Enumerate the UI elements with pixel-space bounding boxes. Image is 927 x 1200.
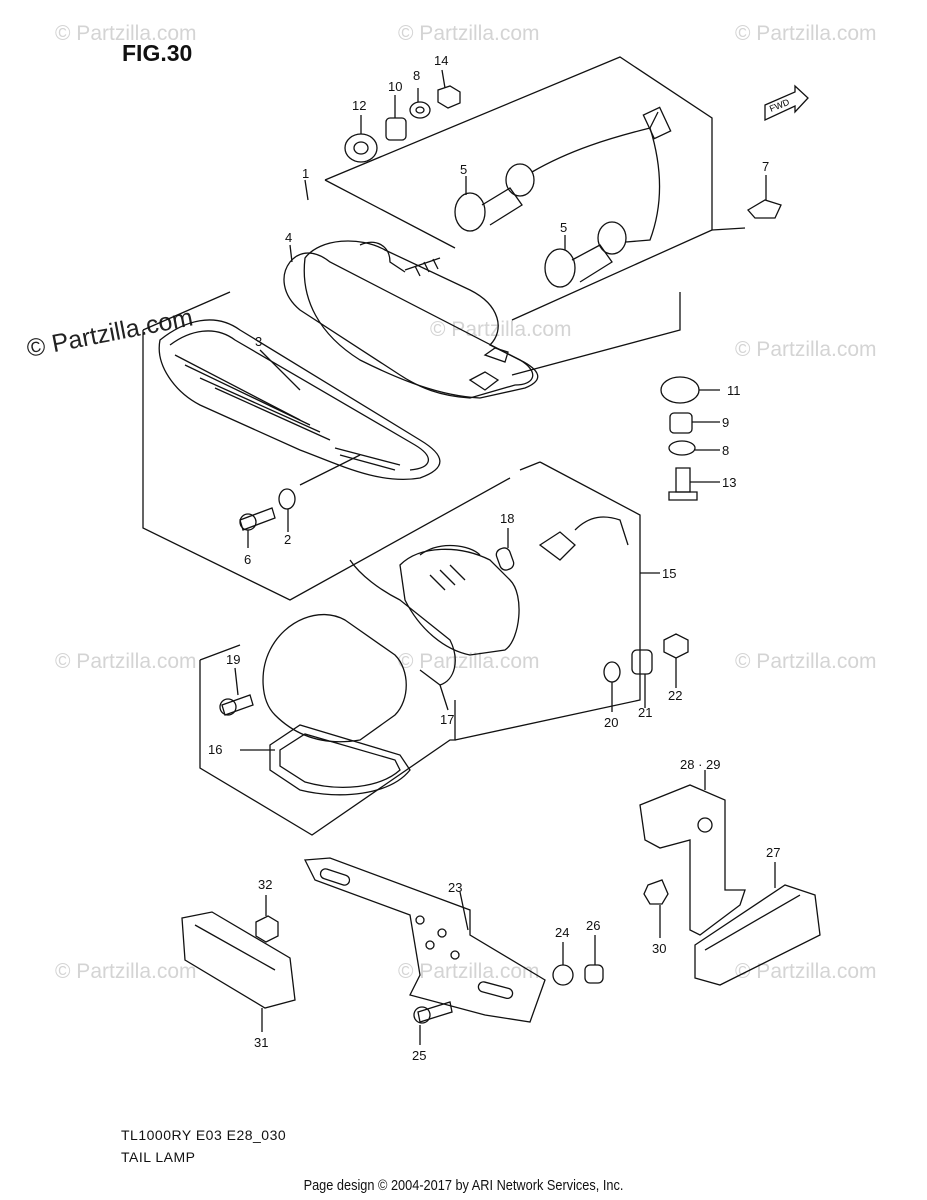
washer-20 bbox=[603, 661, 621, 683]
reflector-27 bbox=[694, 884, 821, 986]
callout-30: 30 bbox=[652, 941, 667, 956]
gasket-outline bbox=[283, 252, 534, 399]
collar-26 bbox=[584, 964, 604, 984]
nut-32 bbox=[255, 915, 279, 943]
callout-24: 24 bbox=[555, 925, 570, 940]
callout-26: 26 bbox=[586, 918, 601, 933]
watermark: © Partzilla.com bbox=[55, 650, 197, 673]
callout-11: 11 bbox=[727, 383, 741, 398]
callout-27: 27 bbox=[766, 845, 781, 860]
watermark: © Partzilla.com bbox=[735, 960, 877, 983]
copyright-notice: Page design © 2004-2017 by ARI Network S… bbox=[303, 1177, 624, 1194]
watermark: © Partzilla.com bbox=[398, 960, 540, 983]
callout-22: 22 bbox=[668, 688, 683, 703]
callout-17: 17 bbox=[440, 712, 455, 727]
collar-21 bbox=[631, 649, 653, 675]
callout-28-29: 28 · 29 bbox=[680, 757, 721, 772]
reflector-bracket bbox=[639, 784, 746, 936]
lower-housing bbox=[399, 548, 520, 656]
watermark: © Partzilla.com bbox=[735, 338, 877, 361]
callout-23: 23 bbox=[448, 880, 463, 895]
callout-5b: 5 bbox=[560, 220, 568, 235]
clip-7 bbox=[746, 199, 782, 219]
callout-10: 10 bbox=[388, 79, 403, 94]
callout-14: 14 bbox=[434, 53, 449, 68]
watermark: © Partzilla.com bbox=[735, 650, 877, 673]
callout-12: 12 bbox=[352, 98, 367, 113]
bulb-upper bbox=[454, 192, 486, 232]
callout-2: 2 bbox=[284, 532, 292, 547]
model-code: TL1000RY E03 E28_030 bbox=[121, 1127, 287, 1143]
bolt-13 bbox=[675, 467, 691, 493]
washer-24 bbox=[552, 964, 574, 986]
housing-outline bbox=[303, 240, 539, 399]
screw-25 bbox=[417, 1001, 453, 1023]
callout-16: 16 bbox=[208, 742, 223, 757]
callout-1: 1 bbox=[302, 166, 310, 181]
callout-32: 32 bbox=[258, 877, 273, 892]
callout-25: 25 bbox=[412, 1048, 427, 1063]
screw-6 bbox=[239, 507, 276, 531]
callout-8a: 8 bbox=[413, 68, 421, 83]
watermark: © Partzilla.com bbox=[430, 318, 572, 341]
callout-7: 7 bbox=[762, 159, 770, 174]
collar-10 bbox=[385, 117, 407, 141]
callout-3: 3 bbox=[255, 334, 263, 349]
callout-19: 19 bbox=[226, 652, 241, 667]
callout-31: 31 bbox=[254, 1035, 269, 1050]
callout-9: 9 bbox=[722, 415, 730, 430]
lower-gasket-17 bbox=[349, 559, 456, 686]
watermark: © Partzilla.com bbox=[55, 22, 197, 45]
diagram-subtitle: TAIL LAMP bbox=[121, 1149, 196, 1165]
callout-15: 15 bbox=[662, 566, 677, 581]
nut-22 bbox=[663, 633, 689, 659]
callout-18: 18 bbox=[500, 511, 515, 526]
screw-19 bbox=[221, 694, 254, 716]
lower-gasket bbox=[269, 724, 411, 796]
washer-8 bbox=[409, 101, 431, 119]
nut-14 bbox=[437, 85, 461, 109]
nut-30 bbox=[643, 879, 669, 905]
watermark: © Partzilla.com bbox=[398, 22, 540, 45]
lower-lens bbox=[262, 613, 407, 743]
bulb-18 bbox=[495, 547, 515, 571]
group-outline-upper bbox=[324, 56, 713, 230]
callout-6: 6 bbox=[244, 552, 252, 567]
callout-4: 4 bbox=[285, 230, 293, 245]
watermark: © Partzilla.com bbox=[398, 650, 540, 673]
lens-outline bbox=[158, 319, 441, 481]
callout-20: 20 bbox=[604, 715, 619, 730]
collar-9 bbox=[669, 412, 693, 434]
callout-13: 13 bbox=[722, 475, 737, 490]
group-outline-lower bbox=[199, 660, 456, 836]
callout-8b: 8 bbox=[722, 443, 730, 458]
bulb-lower bbox=[544, 248, 576, 288]
watermark: © Partzilla.com bbox=[735, 22, 877, 45]
grommet-12 bbox=[344, 133, 378, 163]
license-bracket bbox=[303, 857, 546, 1023]
callout-5a: 5 bbox=[460, 162, 468, 177]
figure-title: FIG.30 bbox=[122, 40, 193, 66]
washer-2 bbox=[278, 488, 296, 510]
watermark: © Partzilla.com bbox=[55, 960, 197, 983]
reflector-31 bbox=[181, 911, 296, 1009]
grommet-11 bbox=[660, 376, 700, 404]
fwd-arrow bbox=[764, 84, 809, 122]
callout-21: 21 bbox=[638, 705, 653, 720]
washer-8b bbox=[668, 440, 696, 456]
